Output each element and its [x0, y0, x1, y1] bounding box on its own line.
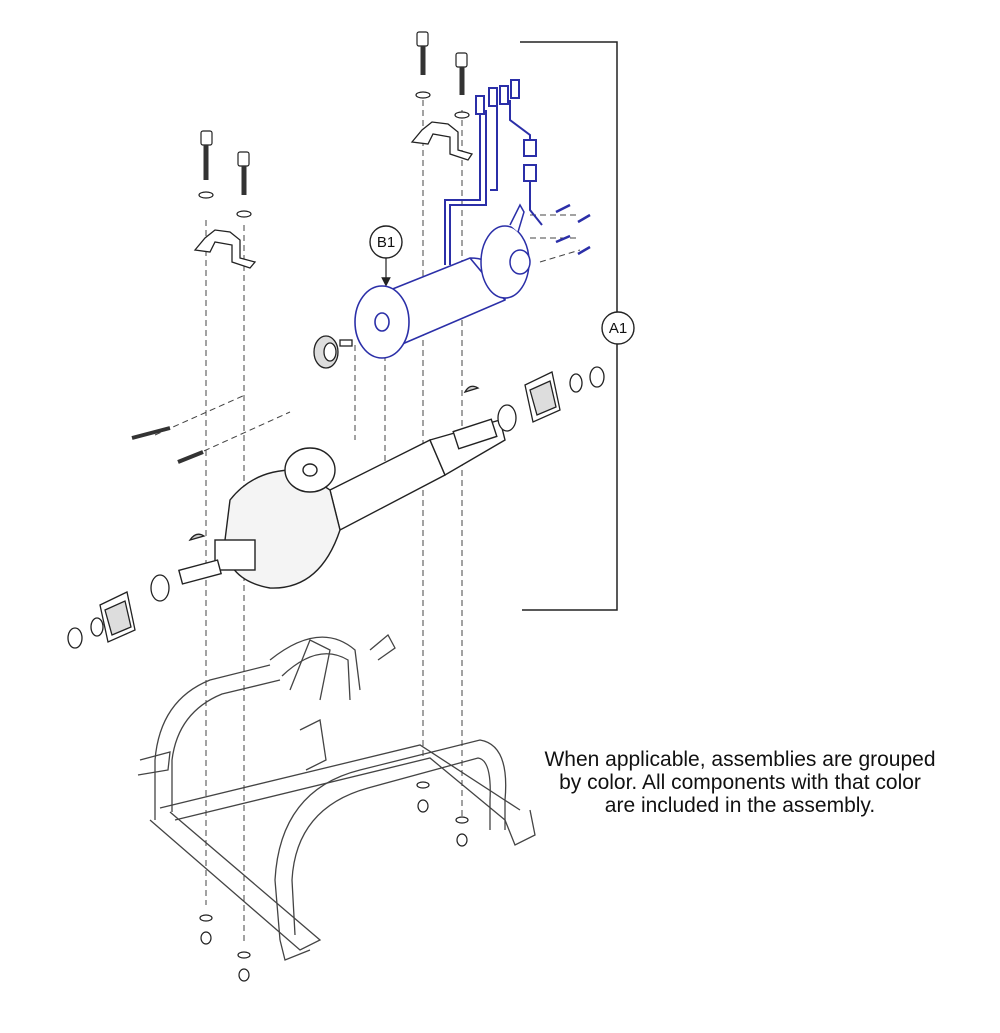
bolt-top-2 — [454, 52, 470, 119]
bolt-left-2 — [236, 151, 252, 218]
bolt-top-1 — [415, 31, 431, 99]
frame — [137, 633, 536, 961]
frame-hardware — [199, 781, 469, 982]
mounting-bracket-left — [193, 229, 257, 269]
bolt-left-1 — [198, 130, 214, 199]
callout-a1-label: A1 — [609, 320, 627, 337]
note-line-1: When applicable, assemblies are grouped — [544, 748, 936, 771]
axle-end-left — [67, 533, 206, 649]
callout-a1: A1 — [601, 311, 635, 345]
axle-end-right — [463, 366, 605, 432]
callout-b1: B1 — [369, 225, 403, 287]
note-line-2: by color. All components with that color — [559, 771, 921, 794]
note-line-3: are included in the assembly. — [604, 794, 876, 817]
motor-brake — [480, 203, 531, 299]
coupler — [313, 335, 353, 369]
wiring-harness — [444, 79, 543, 265]
transaxle — [178, 418, 506, 589]
callout-b1-label: B1 — [377, 234, 395, 251]
color-note: When applicable, assemblies are grouped … — [520, 748, 960, 817]
mounting-bracket-top — [410, 121, 474, 161]
brake-screws — [555, 203, 591, 256]
long-bolts — [131, 426, 204, 464]
